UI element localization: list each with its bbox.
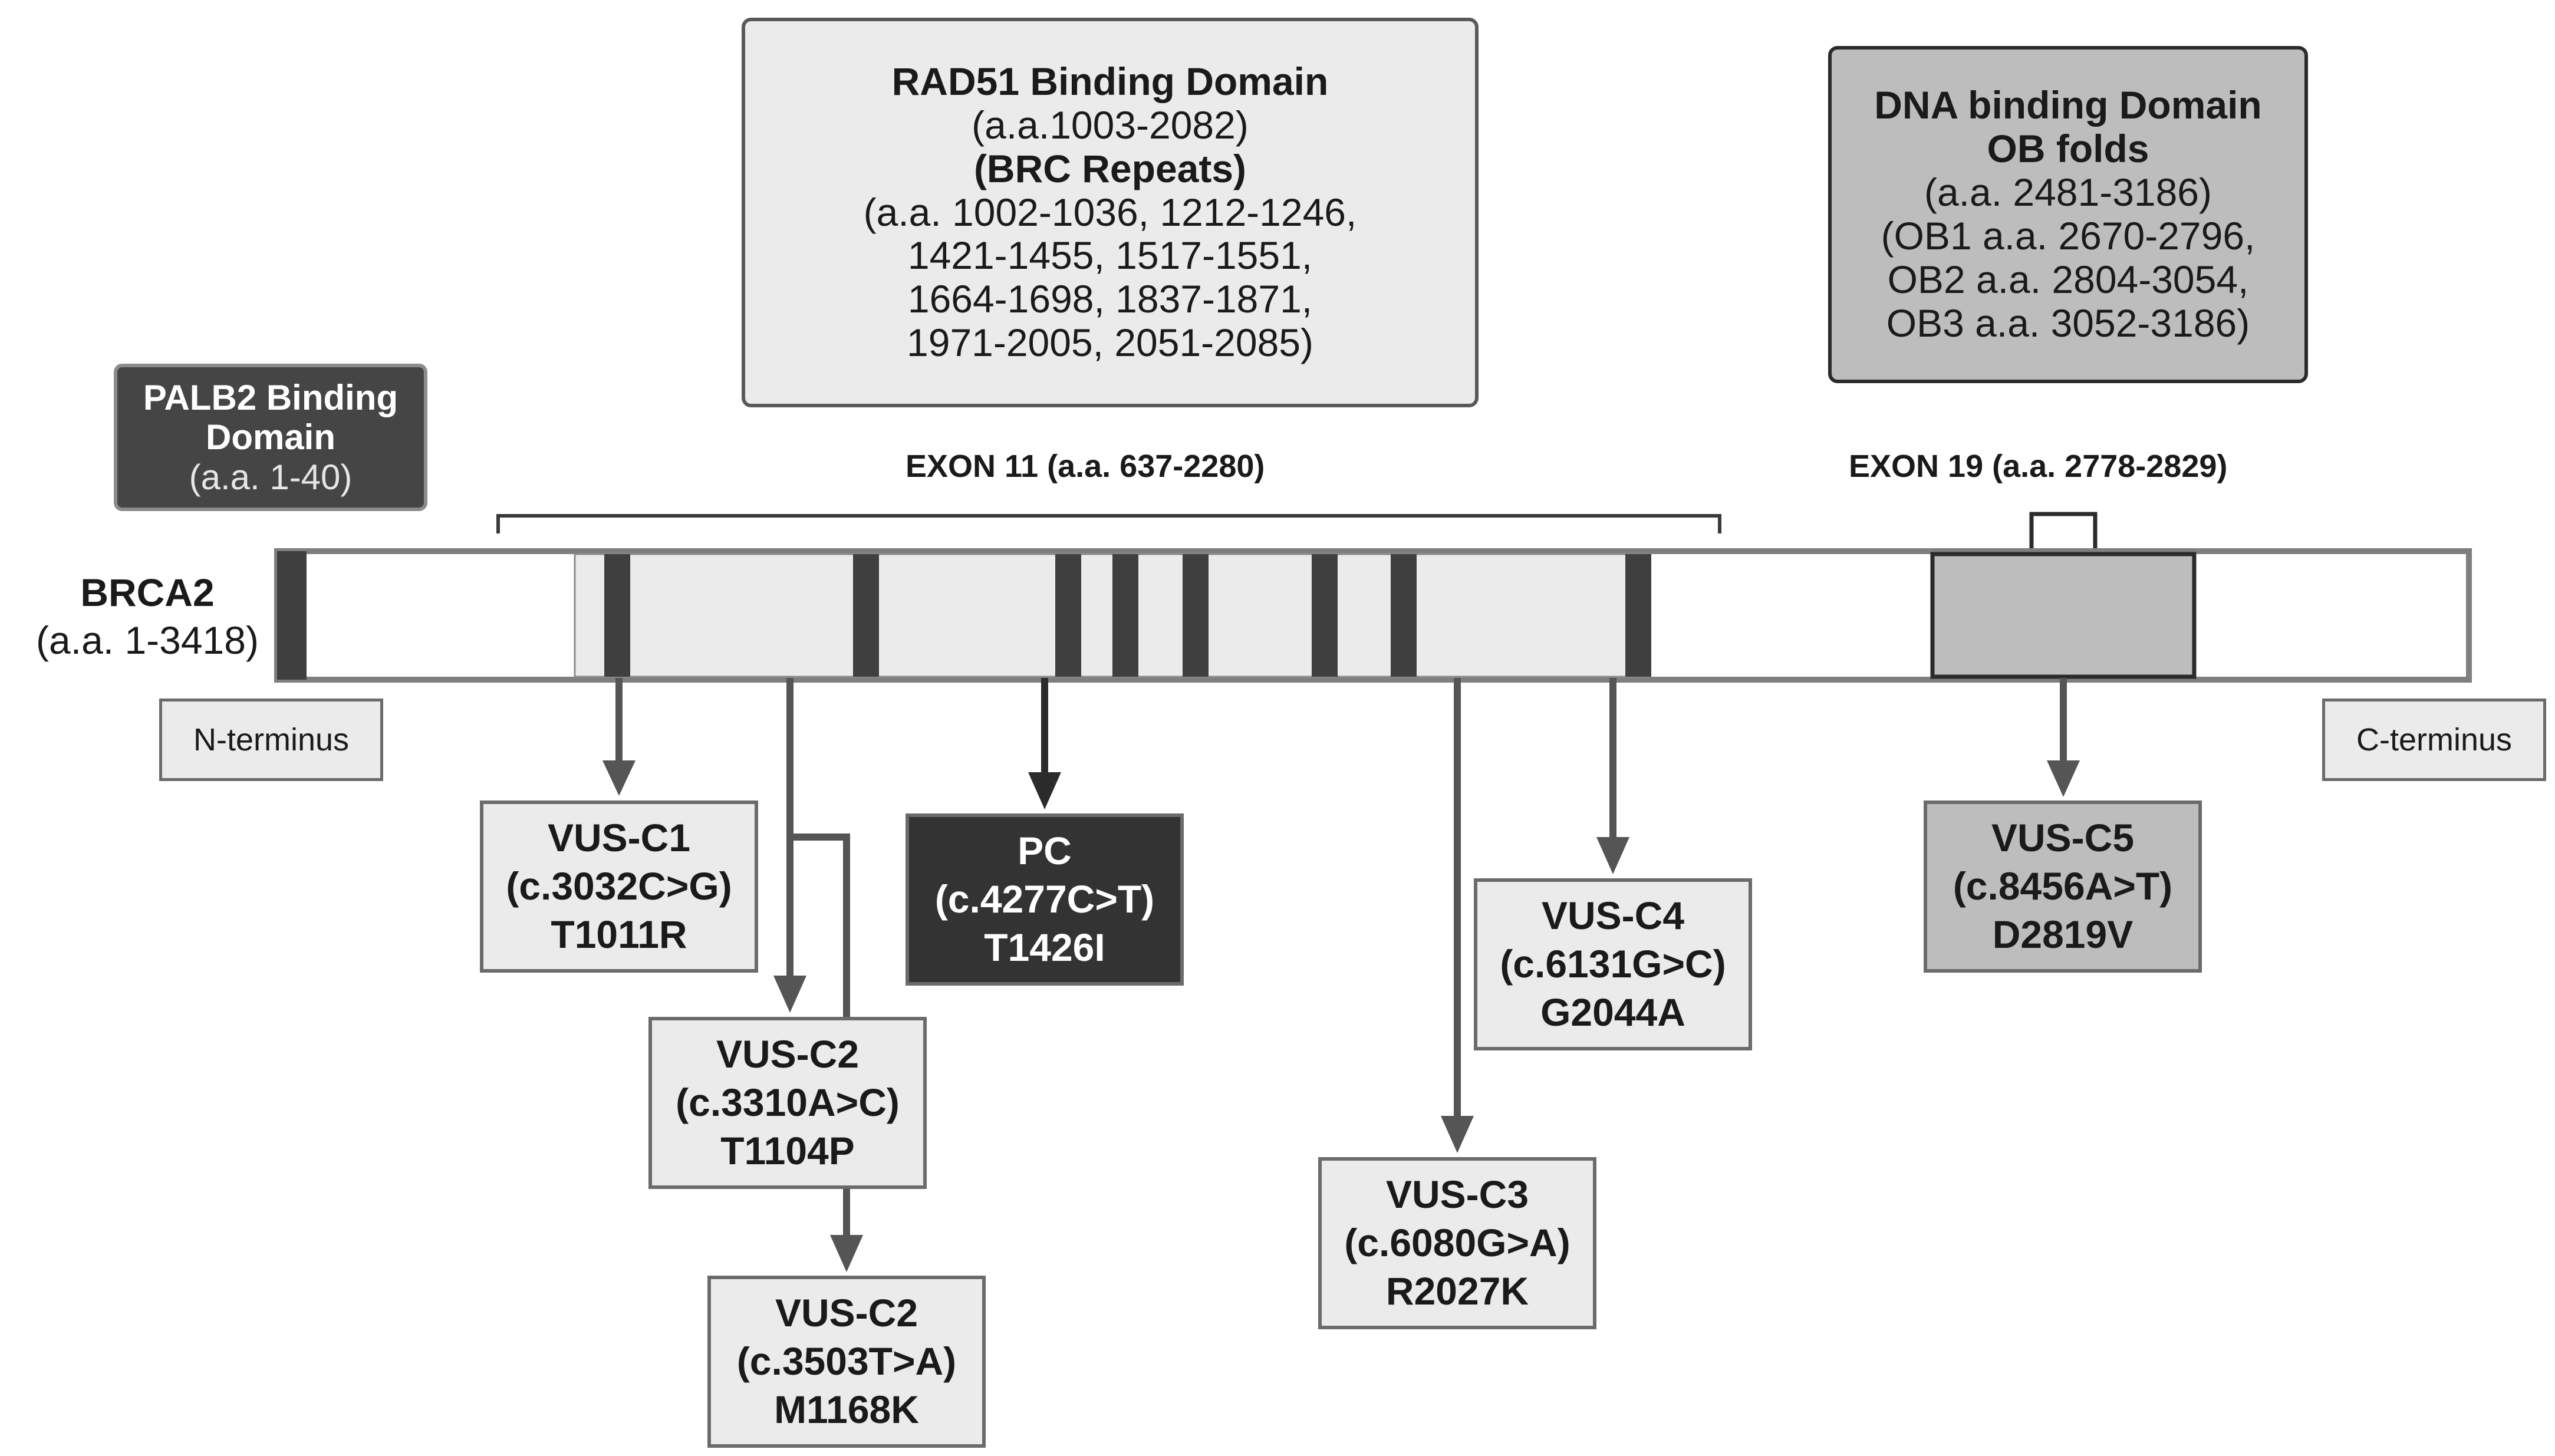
- dna-range: (a.a. 2481-3186): [1924, 170, 2212, 215]
- variant-box-vus-c5: VUS-C5 (c.8456A>T) D2819V: [1924, 801, 2202, 973]
- c-terminus-label: C-terminus: [2322, 699, 2546, 781]
- brc-repeat-7: [1391, 554, 1417, 677]
- arrow-vus-c3: [1441, 678, 1474, 1153]
- variant-cdna: (c.6131G>C): [1500, 942, 1726, 986]
- protein-label: BRCA2 (a.a. 1-3418): [18, 569, 277, 664]
- exon11-label: EXON 11 (a.a. 637-2280): [906, 449, 1265, 484]
- arrow-vus-c2-t1104p: [773, 678, 806, 1013]
- ob-fold-line: OB2 a.a. 2804-3054,: [1887, 257, 2249, 301]
- brc-repeat-2: [853, 554, 879, 677]
- dna-subtitle: OB folds: [1987, 127, 2149, 171]
- ob-fold-line: OB3 a.a. 3052-3186): [1886, 301, 2250, 345]
- variant-protein: M1168K: [774, 1387, 919, 1431]
- arrow-vus-c1: [602, 678, 636, 796]
- palb2-region-mark: [277, 551, 307, 680]
- brc-repeat-1: [604, 554, 630, 677]
- n-terminus-label: N-terminus: [159, 699, 383, 781]
- brc-repeat-5: [1183, 554, 1209, 677]
- brc-repeats-line: (a.a. 1002-1036, 1212-1246,: [863, 190, 1357, 234]
- variant-cdna: (c.3503T>A): [736, 1339, 957, 1383]
- variant-protein: G2044A: [1540, 990, 1685, 1034]
- dna-binding-domain-box: DNA binding Domain OB folds (a.a. 2481-3…: [1828, 46, 2308, 383]
- exon19-region: [1930, 552, 2197, 679]
- brc-repeats-line: 1971-2005, 2051-2085): [907, 321, 1313, 365]
- variant-box-vus-c2-m1168k: VUS-C2 (c.3503T>A) M1168K: [707, 1276, 986, 1448]
- exon19-label: EXON 19 (a.a. 2778-2829): [1849, 449, 2228, 484]
- variant-cdna: (c.8456A>T): [1953, 864, 2173, 908]
- rad51-binding-domain-box: RAD51 Binding Domain (a.a.1003-2082) (BR…: [742, 18, 1479, 407]
- brc-repeat-6: [1312, 554, 1338, 677]
- variant-protein: T1011R: [551, 912, 687, 956]
- brc-repeat-3: [1055, 554, 1081, 677]
- exon11-bracket: [496, 514, 1721, 533]
- ob-fold-line: (OB1 a.a. 2670-2796,: [1881, 214, 2256, 258]
- variant-name: VUS-C3: [1385, 1172, 1529, 1217]
- arrow-vus-c5: [2047, 678, 2080, 797]
- arrow-pc: [1028, 678, 1061, 809]
- variant-protein: T1426I: [984, 925, 1105, 969]
- variant-protein: D2819V: [1992, 912, 2133, 956]
- protein-name: BRCA2: [80, 571, 215, 614]
- variant-name: VUS-C1: [547, 816, 691, 860]
- variant-name: PC: [1018, 829, 1072, 873]
- exon19-bracket: [2029, 512, 2098, 548]
- brc-repeat-4: [1112, 554, 1138, 677]
- palb2-range: (a.a. 1-40): [189, 457, 353, 497]
- variant-cdna: (c.4277C>T): [934, 877, 1155, 921]
- palb2-title: PALB2 Binding: [143, 378, 399, 418]
- dna-title: DNA binding Domain: [1874, 83, 2262, 127]
- variant-box-vus-c1: VUS-C1 (c.3032C>G) T1011R: [480, 801, 758, 973]
- rad51-range: (a.a.1003-2082): [972, 103, 1249, 147]
- brc-repeat-8: [1625, 554, 1651, 677]
- brc-repeats-line: 1421-1455, 1517-1551,: [907, 233, 1313, 278]
- rad51-subtitle: (BRC Repeats): [973, 146, 1247, 190]
- protein-range: (a.a. 1-3418): [36, 618, 259, 662]
- rad51-title: RAD51 Binding Domain: [891, 59, 1329, 103]
- arrow-vus-c4: [1596, 678, 1629, 874]
- variant-cdna: (c.6080G>A): [1344, 1221, 1570, 1265]
- variant-cdna: (c.3032C>G): [506, 864, 732, 908]
- variant-protein: T1104P: [720, 1128, 855, 1172]
- brc-repeats-line: 1664-1698, 1837-1871,: [907, 277, 1313, 321]
- variant-name: VUS-C2: [775, 1291, 918, 1335]
- palb2-binding-domain-box: PALB2 Binding Domain (a.a. 1-40): [114, 364, 427, 511]
- palb2-title-2: Domain: [205, 417, 336, 457]
- variant-name: VUS-C2: [716, 1032, 860, 1076]
- variant-cdna: (c.3310A>C): [676, 1081, 900, 1125]
- variant-box-vus-c4: VUS-C4 (c.6131G>C) G2044A: [1474, 878, 1752, 1050]
- variant-box-vus-c3: VUS-C3 (c.6080G>A) R2027K: [1318, 1157, 1596, 1329]
- variant-box-vus-c2-t1104p: VUS-C2 (c.3310A>C) T1104P: [648, 1017, 927, 1189]
- variant-protein: R2027K: [1385, 1269, 1529, 1313]
- variant-name: VUS-C4: [1541, 894, 1685, 938]
- variant-name: VUS-C5: [1991, 816, 2135, 860]
- variant-box-pc: PC (c.4277C>T) T1426I: [906, 813, 1184, 986]
- exon11-region: [574, 553, 1649, 678]
